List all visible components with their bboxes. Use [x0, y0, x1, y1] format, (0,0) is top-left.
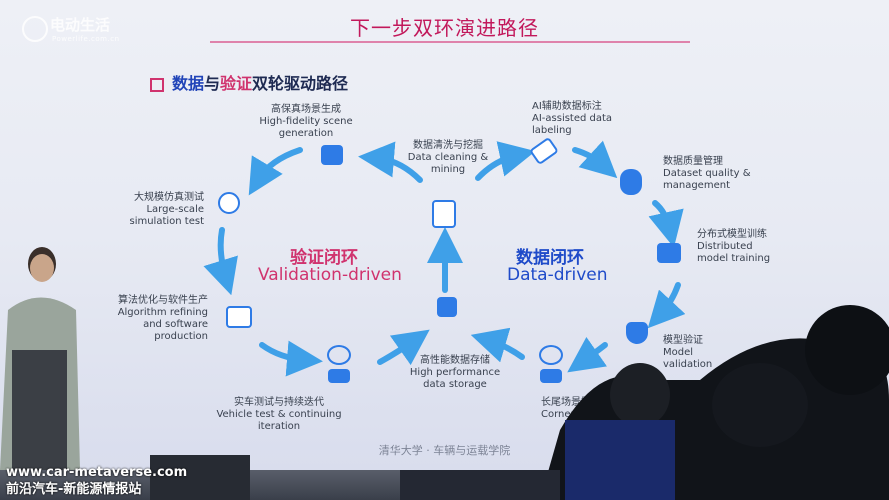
simulation-play-icon: [218, 192, 240, 214]
arrow: [203, 227, 238, 296]
monitor-icon: [657, 243, 681, 263]
slide-title: 下一步双环演进路径: [350, 16, 539, 40]
bottom-watermark: www.car-metaverse.com 前沿汽车-新能源情报站: [6, 465, 188, 497]
arrow: [470, 327, 525, 363]
arrow: [647, 282, 686, 329]
arrow: [648, 200, 684, 248]
database-icon: [620, 169, 642, 195]
corner-cloud-icon: [539, 345, 563, 365]
title-underline: [210, 41, 690, 43]
shield-check-icon: [626, 322, 648, 344]
powerlife-watermark: 电动生活 Powerlife.com.cn: [22, 14, 120, 43]
speaker-figure: [0, 247, 80, 470]
data-loop-subtitle: Data-driven: [507, 265, 608, 285]
section-heading: 数据与验证双轮驱动路径: [150, 70, 348, 94]
arrow: [475, 141, 536, 181]
powerlife-logo-icon: [22, 16, 48, 42]
code-icon: [226, 306, 252, 328]
loop-arrows: [203, 140, 686, 377]
validation-loop-subtitle: Validation-driven: [258, 265, 402, 285]
arrow: [248, 147, 303, 196]
cloud-upload-icon: [327, 345, 351, 365]
validation-loop-title: 验证闭环: [290, 248, 358, 268]
presentation-slide: 电动生活 Powerlife.com.cn 下一步双环演进路径 数据与验证双轮驱…: [0, 0, 889, 470]
arrow: [259, 340, 323, 377]
slide-footer: 清华大学 · 车辆与运载学院: [378, 444, 511, 457]
scene-generation-icon: [321, 145, 343, 165]
arrow: [358, 141, 423, 183]
arrow: [377, 329, 430, 366]
car-icon: [328, 369, 350, 383]
arrow: [572, 140, 618, 179]
document-search-icon: [432, 200, 456, 228]
arrow: [567, 336, 608, 373]
checkbox-bullet-icon: [150, 77, 164, 92]
corner-car-icon: [540, 369, 562, 383]
storage-icon: [437, 297, 457, 317]
data-loop-title: 数据闭环: [516, 248, 584, 268]
